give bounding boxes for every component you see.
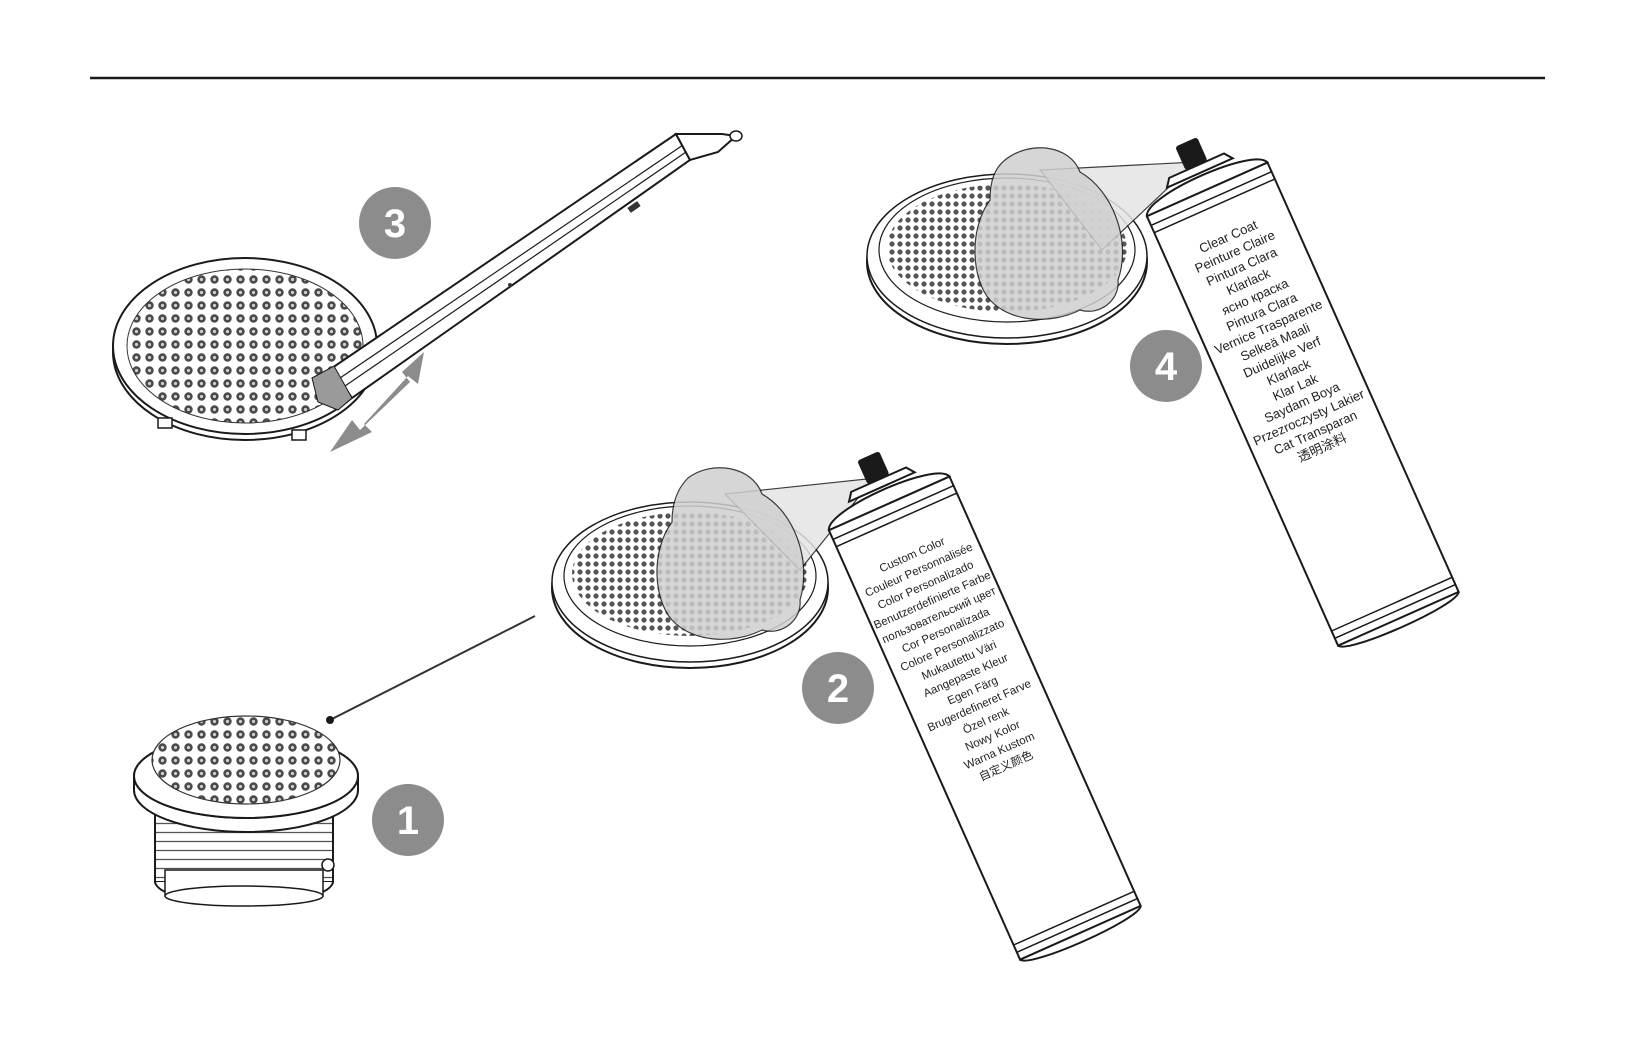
spray-mist-clear [974, 147, 1124, 320]
step-badge-1: 1 [372, 784, 444, 856]
spray-mist-custom [656, 467, 805, 640]
removal-pin [329, 615, 536, 721]
stylus [311, 130, 743, 411]
speaker-grille-holes [151, 715, 341, 805]
step-badge-3: 3 [359, 187, 431, 259]
step-number-2: 2 [827, 667, 849, 711]
step-number-3: 3 [384, 202, 406, 246]
step-badge-2: 2 [802, 652, 874, 724]
step1-speaker-with-pin [133, 615, 536, 907]
step3-grille-with-stylus [112, 130, 743, 452]
step-badge-4: 4 [1130, 330, 1202, 402]
step-number-1: 1 [397, 799, 419, 843]
double-arrow-icon [330, 352, 424, 452]
step-number-4: 4 [1155, 345, 1178, 389]
